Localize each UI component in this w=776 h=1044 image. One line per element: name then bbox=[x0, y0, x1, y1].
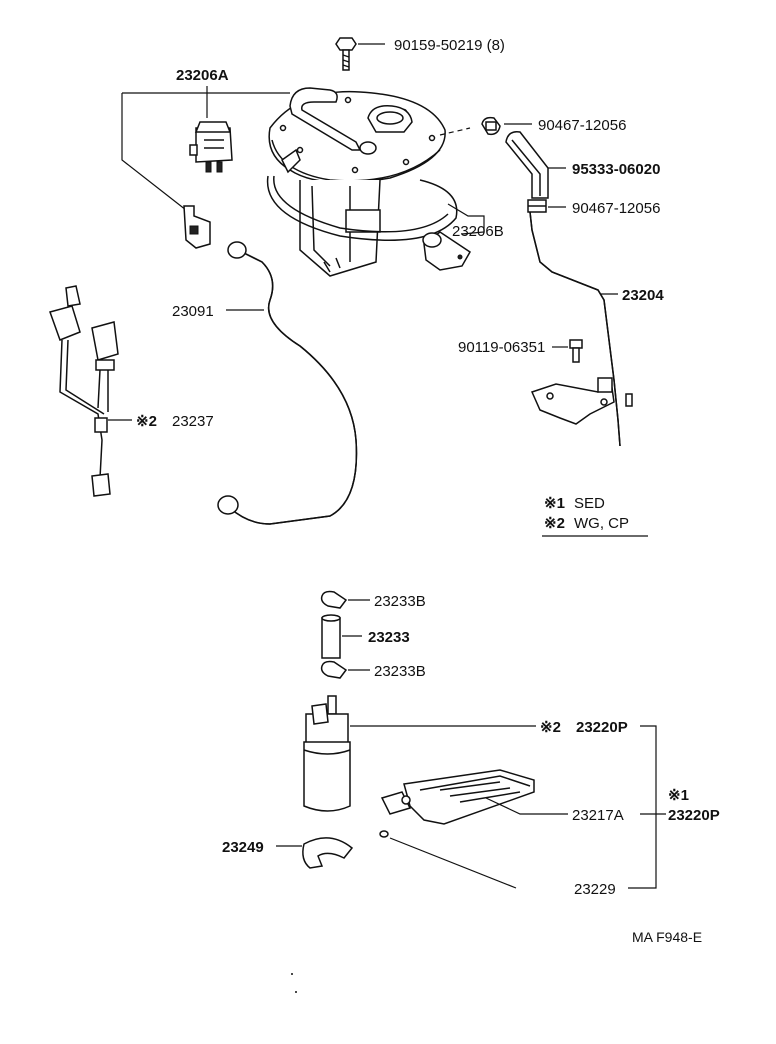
filter-23217A bbox=[380, 769, 535, 825]
label-23220P-2: 23220P bbox=[576, 719, 628, 736]
hose-23091 bbox=[217, 241, 358, 525]
sender-terminal bbox=[183, 205, 211, 249]
pipe-23204 bbox=[529, 211, 633, 447]
label-23229: 23229 bbox=[574, 881, 616, 898]
label-23206A: 23206A bbox=[176, 67, 229, 84]
legend-mark2-text: WG, CP bbox=[574, 515, 629, 532]
label-23233: 23233 bbox=[368, 629, 410, 646]
label-23217A: 23217A bbox=[572, 807, 624, 824]
label-23220P-1: 23220P bbox=[668, 807, 720, 824]
grommet-23233B-top bbox=[320, 590, 348, 609]
bolt-90159 bbox=[335, 37, 357, 71]
mark2-23220P: ※2 bbox=[540, 719, 561, 736]
legend-mark2: ※2 bbox=[544, 515, 565, 532]
label-23206B: 23206B bbox=[452, 223, 504, 240]
bracket-23220P bbox=[628, 725, 657, 889]
speck-1 bbox=[291, 973, 293, 975]
clamp-90467-bottom bbox=[527, 199, 547, 213]
cushion-23249 bbox=[302, 837, 354, 869]
hose-23233 bbox=[321, 614, 341, 659]
label-23091: 23091 bbox=[172, 303, 214, 320]
leader-23206B bbox=[447, 203, 485, 235]
mark1-23220P: ※1 bbox=[668, 787, 689, 804]
clip-23229 bbox=[379, 830, 389, 838]
label-23204: 23204 bbox=[622, 287, 664, 304]
bolt-90119 bbox=[569, 339, 583, 363]
label-23233B-top: 23233B bbox=[374, 593, 426, 610]
label-23237: 23237 bbox=[172, 413, 214, 430]
label-23233B-bottom: 23233B bbox=[374, 663, 426, 680]
sender-connector bbox=[189, 121, 233, 173]
label-23249: 23249 bbox=[222, 839, 264, 856]
mark2-23237: ※2 bbox=[136, 413, 157, 430]
leader-23229 bbox=[389, 837, 517, 889]
legend-mark1: ※1 bbox=[544, 495, 565, 512]
label-90159: 90159-50219 (8) bbox=[394, 37, 505, 54]
legend-mark1-text: SED bbox=[574, 495, 605, 512]
leader-23217A bbox=[485, 797, 568, 815]
speck-2 bbox=[295, 991, 297, 993]
grommet-23233B-bottom bbox=[320, 660, 348, 679]
diagram-code: MA F948-E bbox=[632, 929, 702, 945]
clamp-90467-top bbox=[481, 116, 501, 136]
legend: ※1 SED ※2 WG, CP bbox=[542, 495, 648, 537]
label-90119: 90119-06351 bbox=[458, 339, 545, 356]
fuel-pump-23220P bbox=[303, 695, 351, 812]
label-90467-bottom: 90467-12056 bbox=[572, 200, 660, 217]
bracket-23206A bbox=[121, 92, 290, 211]
label-90467-top: 90467-12056 bbox=[538, 117, 626, 134]
wire-harness-23237 bbox=[49, 285, 119, 497]
hose-95333 bbox=[505, 130, 549, 199]
label-95333: 95333-06020 bbox=[572, 161, 660, 178]
pump-bracket-assembly bbox=[266, 87, 471, 277]
